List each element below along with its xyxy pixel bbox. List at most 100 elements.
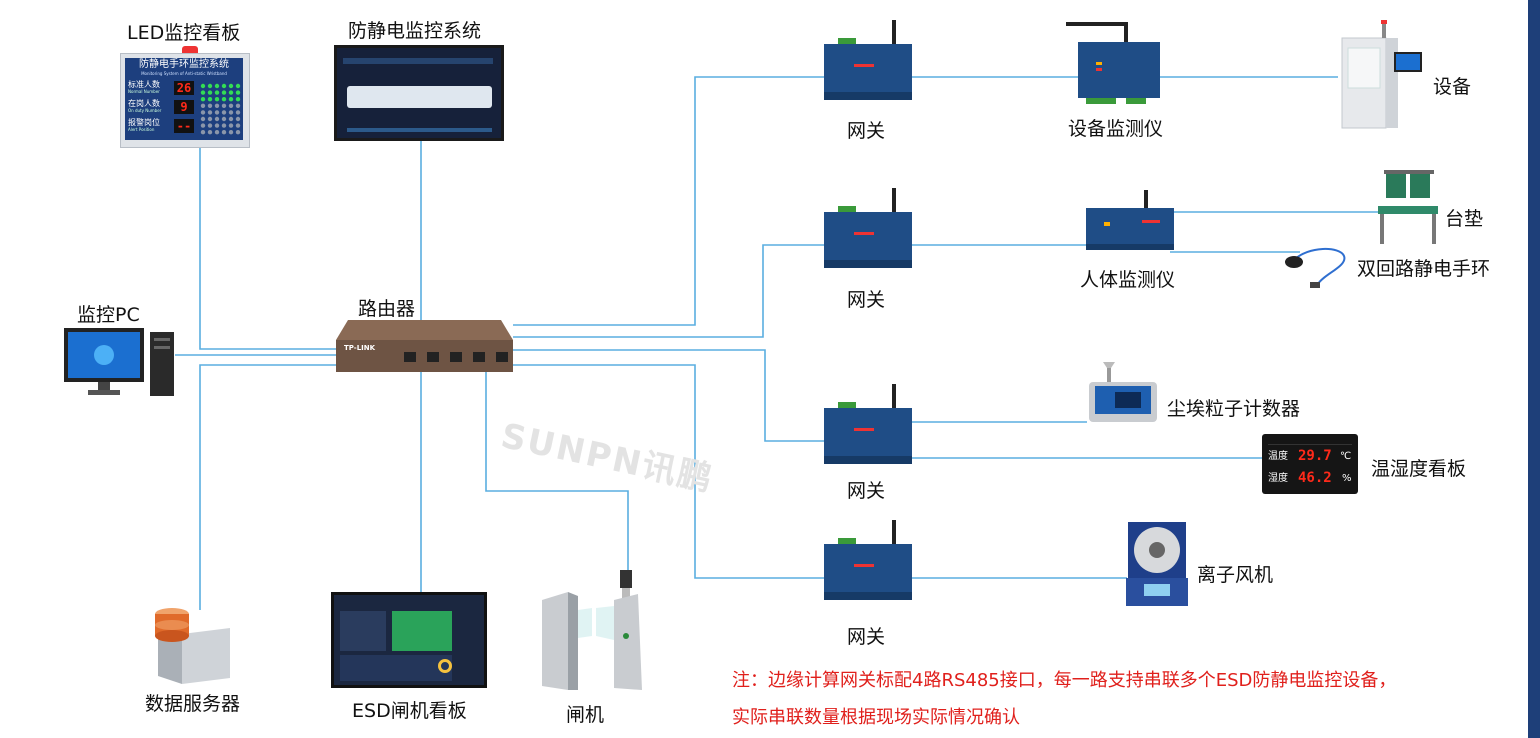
alarm-lamp-icon [182,46,198,53]
ion-fan-icon [1126,522,1188,606]
humidity-value: 46.2 [1298,470,1332,486]
workbench-mat-icon [1378,170,1438,244]
equipment-monitor-label: 设备监测仪 [1068,118,1164,140]
led-row-label-en: On duty Number [128,108,162,113]
led-dot [207,97,213,102]
led-dot [228,116,234,122]
monitor-pc-label: 监控PC [77,304,140,326]
led-dot [235,123,241,128]
human-monitor-icon [1086,190,1174,250]
gateway-2-icon [824,188,912,268]
wire-data-server [199,364,336,610]
led-dot [221,123,227,128]
led-board-label: LED监控看板 [127,22,241,44]
temp-row-label: 温度 [1268,451,1288,462]
data-server-label: 数据服务器 [145,693,241,715]
wire-gateway-3 [513,349,824,442]
dust-counter-label: 尘埃粒子计数器 [1167,398,1301,420]
router-brand: TP-LINK [344,344,376,352]
led-row-label: 标准人数 [128,80,160,89]
led-dot [221,103,227,108]
led-dot [235,103,241,108]
led-dot [221,83,227,89]
human-monitor-label: 人体监测仪 [1080,269,1176,291]
led-dot [200,97,206,102]
monitor-pc-icon [64,328,174,396]
wire-gateway-4 [513,364,824,579]
temp-humidity-board-label: 温湿度看板 [1371,458,1467,480]
note-line-1: 注：边缘计算网关标配4路RS485接口，每一路支持串联多个ESD防静电监控设备， [732,670,1397,691]
led-dot [214,103,220,108]
note-line-2: 实际串联数量根据现场实际情况确认 [732,707,1020,728]
led-title-en: Monitoring System of Anti-static Wristba… [141,71,227,76]
wire-gateway-1 [513,76,824,326]
led-value-on-duty: 9 [174,100,194,114]
gateway-3-icon [824,384,912,464]
led-dot [221,90,227,95]
esd-gate-board-screen [331,592,487,688]
led-board-device: 防静电手环监控系统 Monitoring System of Anti-stat… [120,53,250,148]
led-dot [228,130,234,135]
led-dot [200,110,206,115]
wire-gate [485,372,629,585]
led-dot [228,90,234,95]
led-row-label-en: Normal Number [128,89,160,94]
temp-unit: ℃ [1340,451,1352,462]
production-line-graphic [347,86,492,108]
led-title: 防静电手环监控系统 [139,59,229,70]
wrist-strap-label: 双回路静电手环 [1357,258,1491,280]
gateway-4-label: 网关 [847,626,886,648]
led-dot [207,130,213,135]
esd-gate-board-label: ESD闸机看板 [352,700,467,722]
led-dot [214,116,220,122]
humidity-row-label: 湿度 [1268,473,1288,484]
led-value-normal: 26 [174,81,194,95]
wrist-strap-icon [1285,248,1346,288]
led-dot [228,83,234,89]
gateway-4-icon [824,520,912,600]
led-dot [235,90,241,95]
wire-gateway-2 [513,244,824,338]
led-dot [235,110,241,115]
led-dot [228,103,234,108]
led-dot [228,110,234,115]
ion-fan-label: 离子风机 [1197,564,1274,586]
led-dot [200,116,206,122]
dust-counter-icon [1089,362,1157,422]
turnstile-gate-icon [542,570,642,690]
gate-board-chart [392,611,452,651]
gateway-1-icon [824,20,912,100]
led-dot [235,130,241,135]
led-dot [214,83,220,89]
frame-edge [1528,0,1540,738]
led-row-label: 报警岗位 [128,118,160,127]
monitor-system-screen [334,45,504,141]
led-dot [207,110,213,115]
humidity-unit: % [1342,473,1352,484]
led-dot [200,83,206,89]
led-dot [200,90,206,95]
router-label: 路由器 [358,298,416,320]
led-dot [200,130,206,135]
led-dot [221,110,227,115]
led-row-label: 在岗人数 [128,99,160,108]
temp-value: 29.7 [1298,448,1332,464]
led-dot [235,83,241,89]
mat-label: 台垫 [1445,208,1484,230]
led-dot [207,116,213,122]
led-row-label-en: Alert Position [128,127,155,132]
led-dot [221,97,227,102]
led-value-alert: -- [174,119,194,133]
gateway-1-label: 网关 [847,120,886,142]
led-dot [214,130,220,135]
led-dot [207,103,213,108]
led-dot [228,123,234,128]
led-dot [235,97,241,102]
led-dot [221,130,227,135]
led-dot [214,123,220,128]
temp-humidity-board-device: 温度 29.7 ℃ 湿度 46.2 % [1262,434,1358,494]
led-dot [207,90,213,95]
monitor-system-label: 防静电监控系统 [348,20,482,42]
led-dot [200,123,206,128]
